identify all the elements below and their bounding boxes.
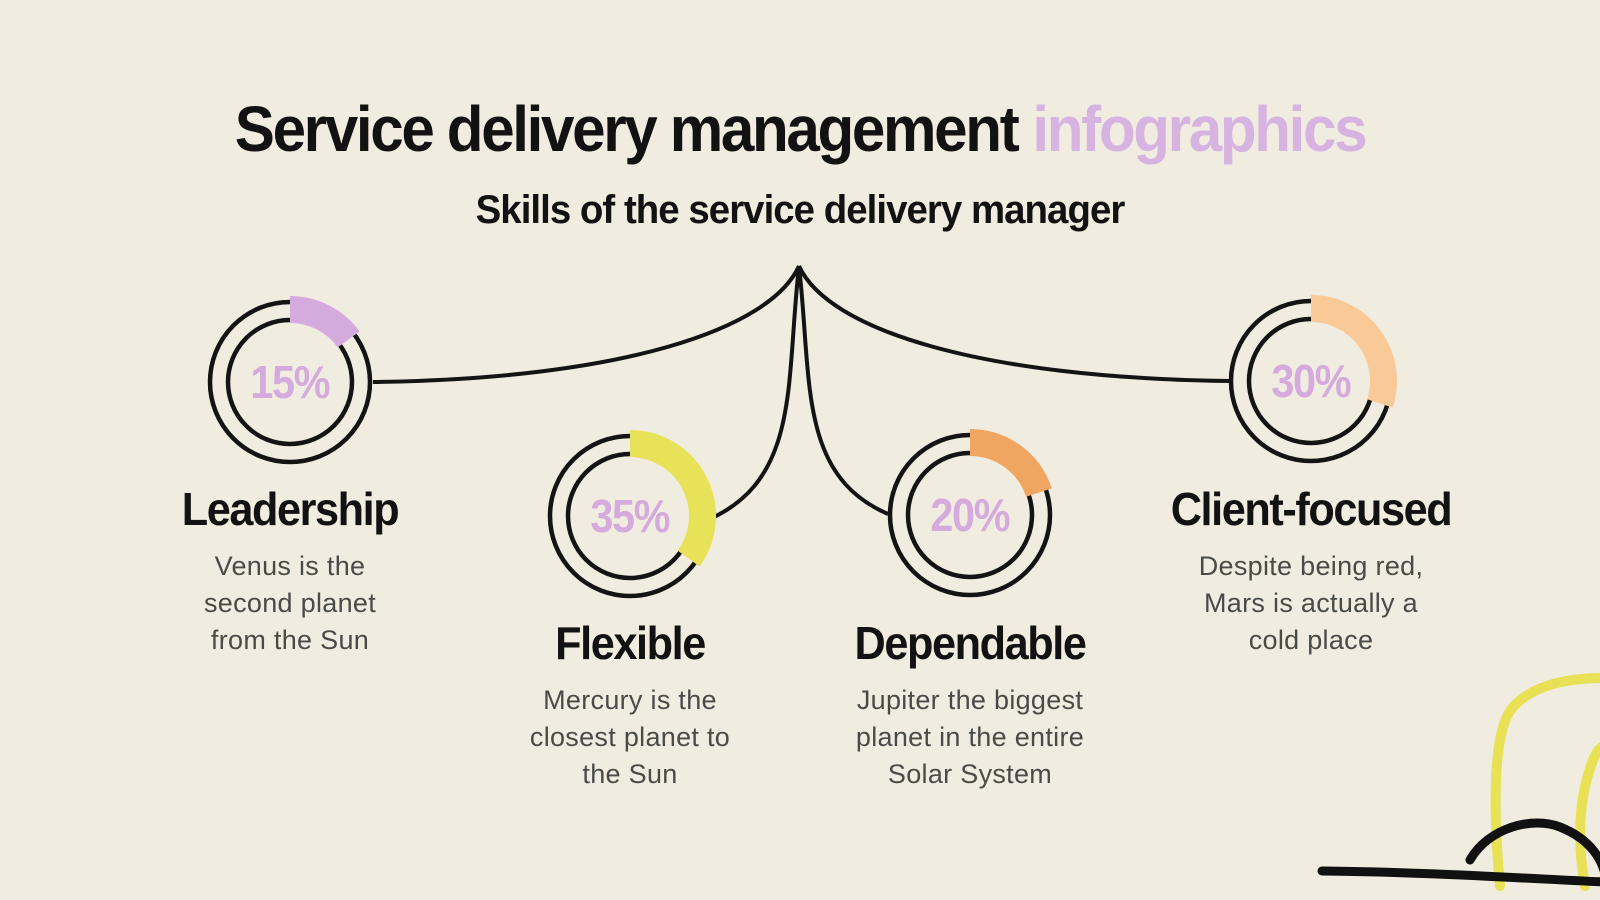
page-subtitle: Skills of the service delivery manager <box>475 187 1126 232</box>
donut-percent-label: 20% <box>930 489 1011 541</box>
donut-svg <box>207 296 373 465</box>
donut-arc-segment <box>969 429 1052 498</box>
donut-svg <box>1228 295 1397 464</box>
skill-title-leadership: Leadership <box>181 483 400 535</box>
donut-percent-label: 30% <box>1271 355 1352 407</box>
skill-description-leadership: Venus is the second planet from the Sun <box>90 548 490 659</box>
lightbulb-doodle-filament <box>1575 742 1600 891</box>
description-line: Jupiter the biggest <box>856 685 1084 715</box>
donut-arc-segment <box>1310 295 1397 408</box>
description-line: second planet <box>203 588 377 618</box>
donut-chart-client-focused: 30% <box>1216 286 1406 476</box>
hand-doodle-line <box>1317 866 1600 887</box>
description-line: planet in the entire <box>855 722 1085 752</box>
description-line: Solar System <box>887 759 1053 789</box>
description-line: the Sun <box>582 759 678 789</box>
description-line: Mercury is the <box>543 685 717 715</box>
description-line: closest planet to <box>529 722 731 752</box>
lightbulb-doodle-outline <box>1490 673 1600 891</box>
hand-doodle-oval <box>1465 818 1600 873</box>
connector-to-client-focused <box>797 265 1230 383</box>
description-line: Mars is actually a <box>1204 588 1418 618</box>
donut-chart-leadership: 15% <box>195 287 385 477</box>
donut-svg <box>887 429 1053 598</box>
skill-description-flexible: Mercury is the closest planet to the Sun <box>430 682 830 793</box>
connector-to-leadership <box>372 265 801 384</box>
description-line: Venus is the <box>214 551 366 581</box>
page-title-accent: infographics <box>1032 93 1367 165</box>
skill-title-dependable: Dependable <box>854 617 1086 669</box>
skill-title-flexible: Flexible <box>555 617 706 669</box>
donut-percent-label: 35% <box>590 490 671 542</box>
connector-to-flexible <box>713 265 801 519</box>
skill-title-client-focused: Client-focused <box>1170 483 1453 535</box>
donut-outer-ring <box>887 432 1053 598</box>
description-line: from the Sun <box>210 625 370 655</box>
donut-outer-ring <box>207 299 373 465</box>
donut-arc-segment <box>629 430 716 567</box>
description-line: cold place <box>1248 625 1374 655</box>
donut-chart-dependable: 20% <box>875 420 1065 610</box>
donut-svg <box>547 430 716 599</box>
donut-percent-label: 15% <box>250 356 331 408</box>
corner-doodle <box>1317 673 1600 891</box>
connector-to-dependable <box>797 265 889 516</box>
donut-chart-flexible: 35% <box>535 421 725 611</box>
page-title-main: Service delivery management <box>234 93 1020 165</box>
page-title: Service delivery management infographics <box>48 88 1552 170</box>
donut-arc-segment <box>289 296 360 348</box>
skill-description-client-focused: Despite being red, Mars is actually a co… <box>1111 548 1511 659</box>
description-line: Despite being red, <box>1198 551 1424 581</box>
skill-description-dependable: Jupiter the biggest planet in the entire… <box>770 682 1170 793</box>
